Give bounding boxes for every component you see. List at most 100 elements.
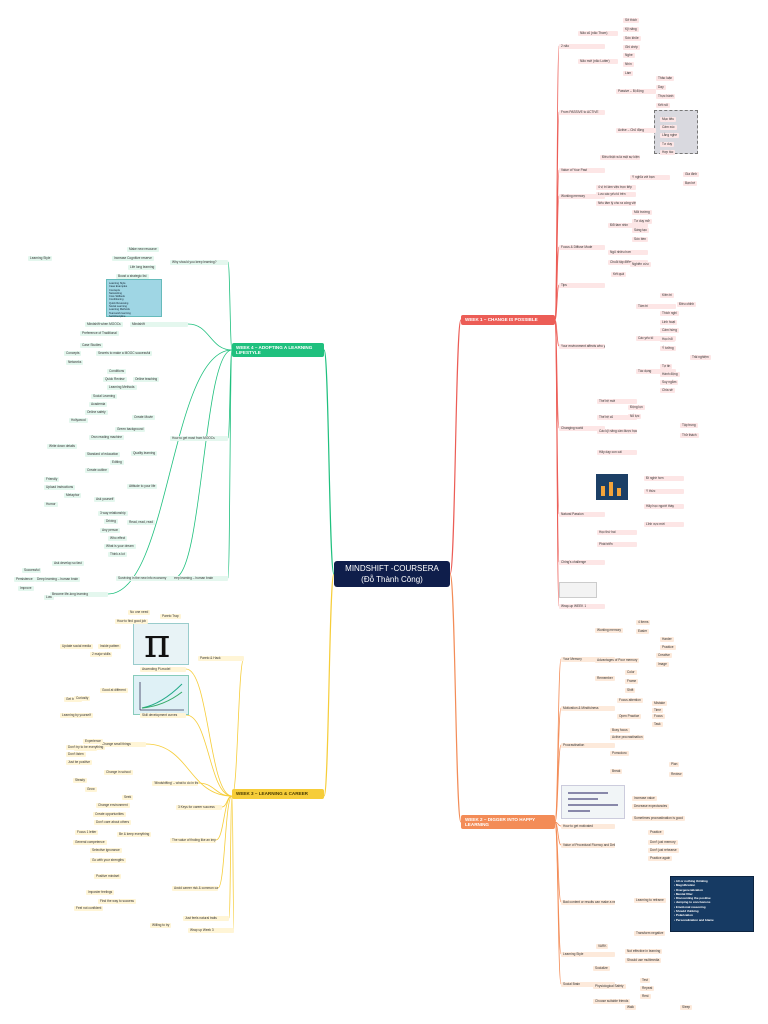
week2-subtopic[interactable]: Practice [648, 830, 664, 835]
week3-subtopic[interactable]: Experience [83, 739, 103, 744]
week4-topic[interactable]: Mindshift [130, 322, 188, 327]
week3-subtopic[interactable]: Selective ignorance [90, 848, 122, 853]
week2-subtopic[interactable]: Break [610, 769, 623, 774]
week1-detail[interactable]: Động lực [628, 405, 645, 410]
week3-subtopic[interactable]: Grow [85, 787, 97, 792]
week1-subtopic[interactable]: Điều thật ra là một sự kiện [600, 155, 640, 160]
week2-subtopic[interactable]: Advantages of Poor memory [595, 658, 640, 663]
week3-subtopic[interactable]: Focus 1 letter [75, 830, 99, 835]
week1-subtopic[interactable]: Hãy học người thầy [644, 504, 684, 509]
week3-subtopic[interactable]: Inside pattern [98, 644, 122, 649]
week1-detail[interactable]: Thực hành [656, 94, 676, 99]
week2-subtopic[interactable]: Pomodoro [610, 751, 629, 756]
week4-detail[interactable]: Learning Methods [107, 385, 137, 390]
week2-topic[interactable]: Procrastination [561, 743, 615, 748]
center-node[interactable]: MINDSHIFT -COURSERA (Đỗ Thành Công) [334, 561, 450, 587]
week3-topic[interactable]: Just feels natural traits [183, 916, 229, 921]
week2-detail[interactable]: Shift [625, 688, 636, 693]
week4-detail[interactable]: Academia [89, 402, 108, 407]
week3-subtopic[interactable]: 2 major skills [90, 652, 113, 657]
week2-detail[interactable]: Harder [660, 637, 674, 642]
week1-subtopic[interactable]: Hãy dạy con cái [597, 450, 637, 455]
week4-detail[interactable]: Humor [44, 502, 58, 507]
week3-subtopic[interactable]: How to find good job [115, 619, 149, 624]
week1-detail[interactable]: Sức khỏe [623, 36, 641, 41]
week3-subtopic[interactable]: Imposter feelings [86, 890, 115, 895]
week3-topic[interactable]: The value of finding like an impostor [170, 838, 216, 843]
week2-subtopic[interactable]: Remember [595, 676, 615, 681]
week3-subtopic[interactable]: Steady [73, 778, 87, 783]
week1-detail[interactable]: Điều chỉnh [677, 302, 697, 307]
week4-topic[interactable]: Become life-long learning [50, 592, 108, 597]
week1-topic[interactable]: Tips [559, 283, 605, 288]
week4-subtopic[interactable]: Deep learning – human brain [35, 577, 81, 582]
week4-detail[interactable]: Any person [100, 528, 121, 533]
week4-detail[interactable]: Conditions [107, 369, 127, 374]
week4-node[interactable]: WEEK 4 – ADOPTING A LEARNING LIFESTYLE [232, 343, 324, 357]
week2-detail[interactable]: Mistake [652, 701, 667, 706]
week3-subtopic[interactable]: Feel not confident [74, 906, 104, 911]
week4-subtopic[interactable]: Preference of Traditional [80, 331, 119, 336]
week1-detail[interactable]: Học hỏi [660, 337, 675, 342]
week3-subtopic[interactable]: Don't try to be everything [66, 745, 106, 750]
week1-detail[interactable]: Ghi chép [623, 45, 640, 50]
week4-subtopic[interactable]: Read, read, read [127, 520, 155, 525]
week2-detail[interactable]: Repeat [640, 986, 655, 991]
week4-detail[interactable]: Standard of education [85, 452, 121, 457]
week2-subtopic[interactable]: Working memory [595, 628, 624, 633]
week4-detail[interactable]: Write down details [47, 444, 77, 449]
week4-detail[interactable]: Green background [115, 427, 146, 432]
week3-subtopic[interactable]: Create opportunities [93, 812, 126, 817]
week1-detail[interactable]: Làm [623, 71, 634, 76]
week1-detail[interactable]: Thích nghi [660, 311, 679, 316]
week2-topic[interactable]: Learning Style [561, 952, 615, 957]
week1-topic[interactable]: Natural Passion [559, 512, 605, 517]
week3-topic[interactable]: Avoid career risk & common career conclu… [172, 886, 218, 891]
week3-subtopic[interactable]: Curiosity [74, 696, 91, 701]
week2-detail[interactable]: Time [652, 708, 663, 713]
week3-subtopic[interactable]: Seek [122, 795, 134, 800]
week1-detail[interactable]: Bạn bè [683, 181, 698, 186]
week2-subtopic[interactable]: Learning to reframe [634, 898, 666, 903]
week2-topic[interactable]: Social Brain [561, 982, 615, 987]
week3-subtopic[interactable]: Willing to try [150, 923, 172, 928]
week2-detail[interactable]: Easier [636, 629, 650, 634]
week3-topic[interactable]: Skill development curves [140, 713, 186, 718]
week1-topic[interactable]: Wrap-up WEEK 1 [559, 604, 605, 609]
week2-detail[interactable]: Rest [640, 994, 651, 999]
week1-detail[interactable]: Thảo luận [656, 76, 675, 81]
week1-topic[interactable]: Ching's challenge [559, 560, 605, 565]
week2-detail[interactable]: Color [625, 670, 637, 675]
week2-detail[interactable]: Walk [625, 1005, 636, 1010]
week1-detail[interactable]: Nghe [623, 53, 635, 58]
week4-detail[interactable]: Friendly [44, 477, 60, 482]
week4-subtopic[interactable]: Online teaching [133, 377, 160, 382]
week1-detail[interactable]: Thử thách [680, 433, 699, 438]
week2-subtopic[interactable]: Physiological Safety [593, 984, 626, 989]
week1-subtopic[interactable]: Passive – Bị động [616, 89, 656, 94]
week1-detail[interactable]: Suy ngẫm [660, 380, 679, 385]
week4-detail[interactable]: Who effect [108, 536, 128, 541]
week1-subtopic[interactable]: Thế hệ cũ [597, 415, 637, 420]
week4-detail[interactable]: Editing [110, 460, 124, 465]
week4-detail[interactable]: Quick Review [103, 377, 127, 382]
week4-topic[interactable]: How to get most from MOOCs [170, 436, 228, 441]
week4-detail[interactable]: Networks [66, 360, 84, 365]
week2-detail[interactable]: Test [640, 978, 650, 983]
week2-subtopic[interactable]: Not effective in learning [625, 949, 663, 954]
week3-subtopic[interactable]: Learning by yourself [60, 713, 93, 718]
week1-subtopic[interactable]: 4 vị trí làm việc trực tiếp [596, 185, 636, 190]
week1-detail[interactable]: Nỗ lực [628, 414, 642, 419]
week4-topic[interactable]: Why should you keep learning? [170, 260, 228, 265]
week1-subtopic[interactable]: Phát triển [597, 542, 637, 547]
week2-detail[interactable]: Frame [625, 679, 639, 684]
week4-detail[interactable]: Think a lot [108, 552, 127, 557]
week1-subtopic[interactable]: Nếu tâm lý cho ra công việc [596, 201, 636, 206]
week1-subtopic[interactable]: Đổi tầm nhìn [608, 223, 648, 228]
week4-detail[interactable]: Low [44, 595, 54, 600]
week1-detail[interactable]: Gia đình [683, 172, 700, 177]
week1-detail[interactable]: Tập trung [680, 423, 698, 428]
week2-detail[interactable]: Practice [660, 645, 676, 650]
week1-detail[interactable]: Tư duy [660, 142, 675, 147]
week1-detail[interactable]: Sở thích [623, 18, 640, 23]
